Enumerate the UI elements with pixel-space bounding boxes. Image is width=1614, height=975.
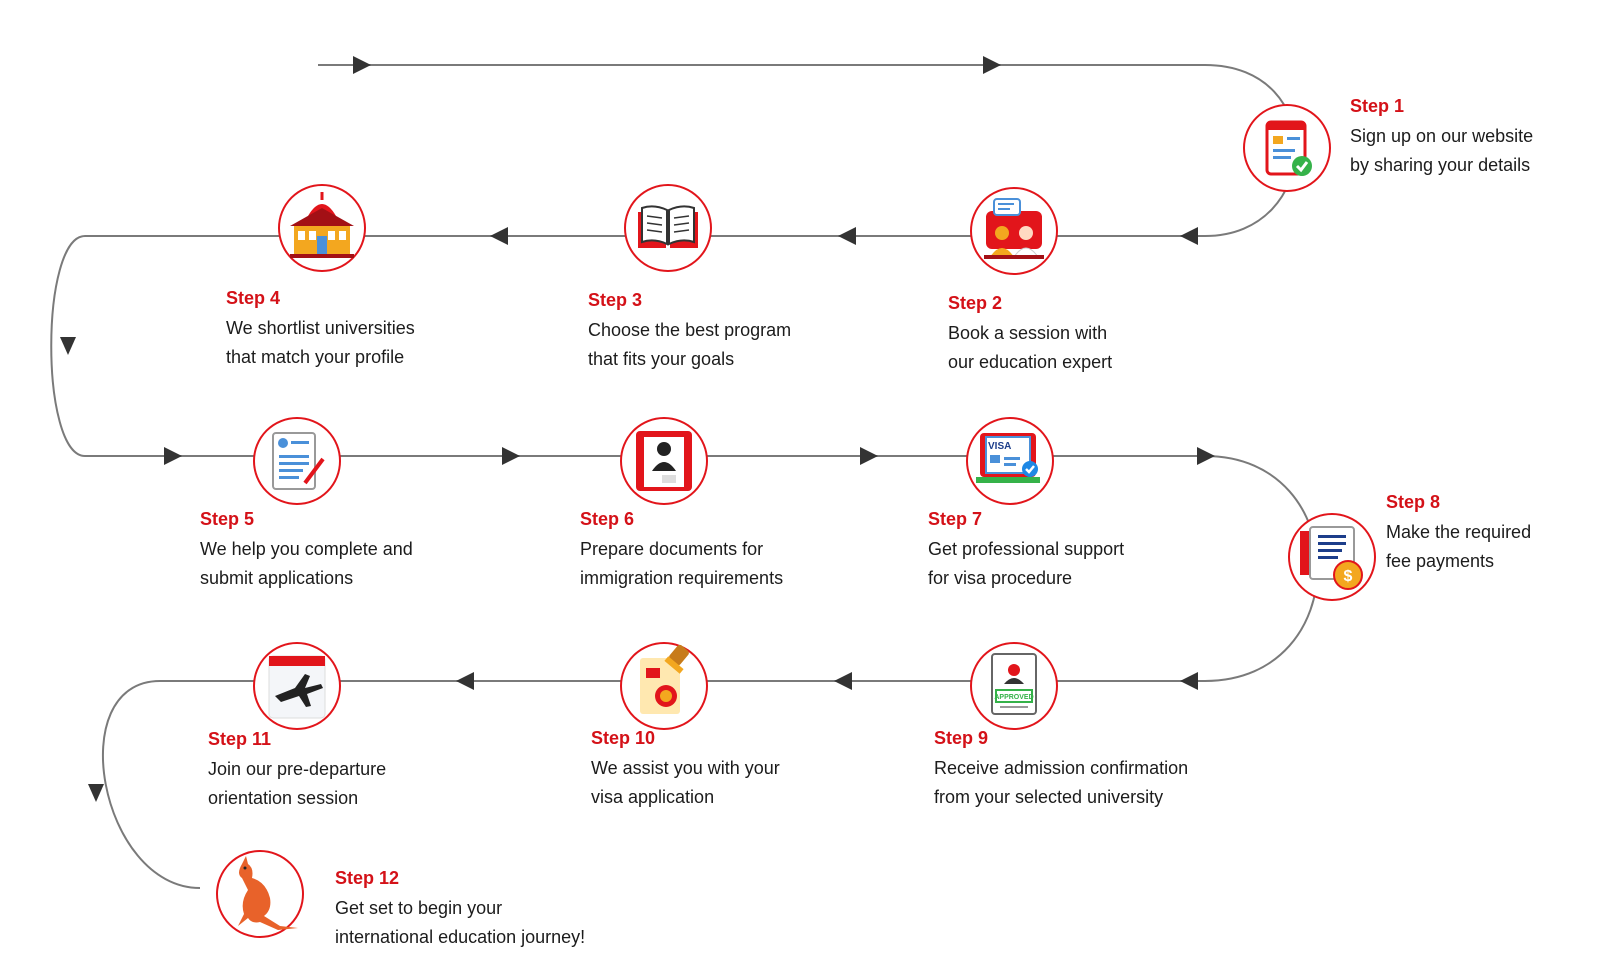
university-building-icon [290, 192, 354, 258]
visa-card-text: VISA [988, 441, 1011, 452]
approved-stamp-text: APPROVED [994, 694, 1033, 701]
path-arrow [1180, 672, 1198, 690]
step-11-description: Join our pre-departure orientation sessi… [208, 759, 387, 808]
path-arrow [456, 672, 474, 690]
step-1-description: Sign up on our website by sharing your d… [1350, 126, 1534, 175]
step-11-icon-circle [253, 642, 341, 730]
step-5-icon-circle [253, 417, 341, 505]
step-2-description: Book a session with our education expert [948, 323, 1113, 372]
step-9-icon-circle: APPROVED [970, 642, 1058, 730]
document-profile-icon [636, 431, 692, 491]
step-11-label: Step 11 [208, 729, 272, 749]
step-4-text: Step 4 We shortlist universities that ma… [226, 286, 526, 372]
step-3-text: Step 3 Choose the best program that fits… [588, 288, 888, 374]
step-5-label: Step 5 [200, 509, 255, 529]
step-12-description: Get set to begin your international educ… [335, 898, 586, 947]
step-4-description: We shortlist universities that match you… [226, 318, 415, 367]
step-4-icon-circle [278, 184, 366, 272]
approved-letter-icon: APPROVED [991, 653, 1037, 715]
step-3-description: Choose the best program that fits your g… [588, 320, 792, 369]
step-2-text: Step 2 Book a session with our education… [948, 291, 1248, 377]
path-arrow [838, 227, 856, 245]
step-3-label: Step 3 [588, 290, 643, 310]
path-arrow [1180, 227, 1198, 245]
path-arrow [88, 784, 104, 802]
step-6-text: Step 6 Prepare documents for immigration… [580, 507, 880, 593]
airplane-icon [268, 655, 326, 719]
kangaroo-icon [238, 856, 298, 930]
step-8-icon-circle: $ [1288, 513, 1376, 601]
step-10-label: Step 10 [591, 728, 656, 748]
step-5-text: Step 5 We help you complete and submit a… [200, 507, 500, 593]
signup-form-icon [1265, 120, 1312, 176]
visa-stamp-icon [640, 644, 689, 714]
step-1-icon-circle [1243, 104, 1331, 192]
step-12-text: Step 12 Get set to begin your internatio… [335, 866, 675, 952]
step-8-label: Step 8 [1386, 492, 1441, 512]
path-arrow [834, 672, 852, 690]
visa-card-icon: VISA [976, 433, 1040, 483]
step-7-label: Step 7 [928, 509, 983, 529]
counselling-session-icon [984, 198, 1044, 259]
step-7-description: Get professional support for visa proced… [928, 539, 1125, 588]
step-9-text: Step 9 Receive admission confirmation fr… [934, 726, 1234, 812]
step-11-text: Step 11 Join our pre-departure orientati… [208, 727, 508, 813]
step-12-label: Step 12 [335, 868, 400, 888]
fee-payment-icon: $ [1300, 526, 1363, 590]
step-8-description: Make the required fee payments [1386, 522, 1532, 571]
step-3-icon-circle [624, 184, 712, 272]
step-9-description: Receive admission confirmation from your… [934, 758, 1189, 807]
path-arrow [502, 447, 520, 465]
step-1-label: Step 1 [1350, 96, 1405, 116]
step-6-label: Step 6 [580, 509, 635, 529]
step-10-description: We assist you with your visa application [591, 758, 780, 807]
path-arrow [353, 56, 371, 74]
path-arrow [490, 227, 508, 245]
step-10-text: Step 10 We assist you with your visa app… [591, 726, 891, 812]
path-arrow [860, 447, 878, 465]
step-6-description: Prepare documents for immigration requir… [580, 539, 784, 588]
step-12-icon-circle [216, 850, 304, 938]
step-9-label: Step 9 [934, 728, 989, 748]
step-8-text: Step 8 Make the required fee payments [1386, 490, 1614, 576]
step-7-icon-circle: VISA [966, 417, 1054, 505]
step-1-text: Step 1 Sign up on our website by sharing… [1350, 94, 1614, 180]
path-arrow [983, 56, 1001, 74]
step-5-description: We help you complete and submit applicat… [200, 539, 413, 588]
step-4-label: Step 4 [226, 288, 281, 308]
dollar-symbol: $ [1344, 568, 1353, 585]
application-form-icon [272, 432, 325, 490]
step-10-icon-circle [620, 642, 708, 730]
open-book-icon [638, 205, 698, 248]
path-arrow [164, 447, 182, 465]
step-2-label: Step 2 [948, 293, 1003, 313]
step-6-icon-circle [620, 417, 708, 505]
path-arrow [1197, 447, 1215, 465]
step-7-text: Step 7 Get professional support for visa… [928, 507, 1228, 593]
step-2-icon-circle [970, 187, 1058, 275]
path-arrow [60, 337, 76, 355]
